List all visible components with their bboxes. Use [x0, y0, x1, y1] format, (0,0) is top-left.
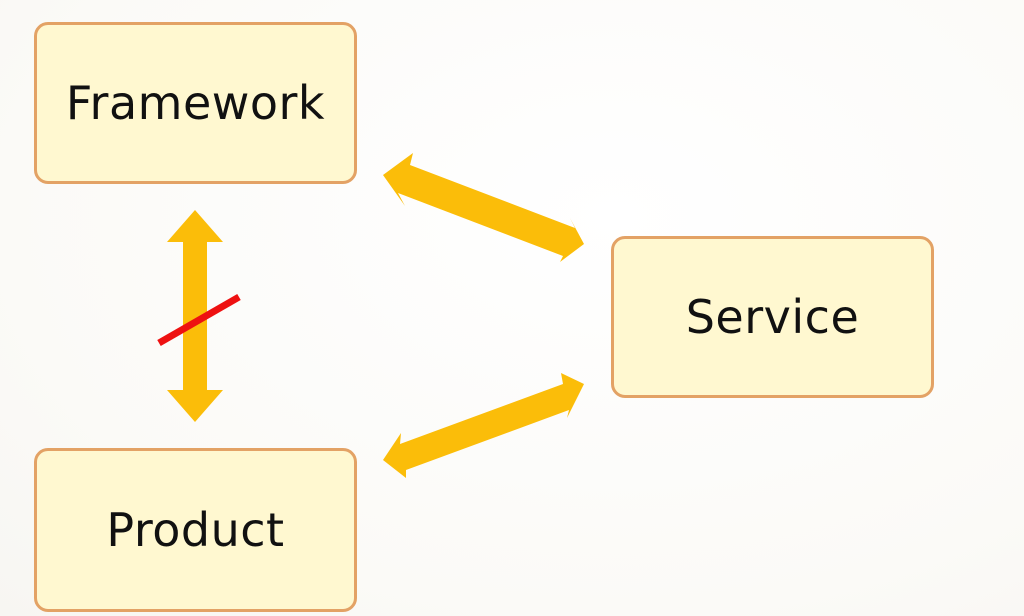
arrow-product-service: [383, 373, 584, 478]
arrow-framework-product: [167, 210, 223, 422]
node-service-label: Service: [685, 290, 860, 344]
node-service: Service: [611, 236, 934, 398]
node-product-label: Product: [106, 503, 285, 557]
arrow-framework-service: [383, 153, 584, 262]
node-product: Product: [34, 448, 357, 612]
node-framework: Framework: [34, 22, 357, 184]
node-framework-label: Framework: [65, 76, 326, 130]
